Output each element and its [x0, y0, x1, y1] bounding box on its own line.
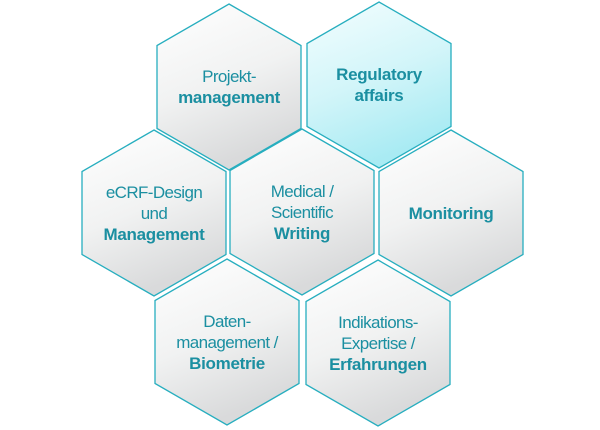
hex-monitoring: Monitoring — [377, 128, 525, 298]
hex-regulatory-affairs: Regulatory affairs — [305, 0, 453, 170]
hex-ecrf-design: eCRF-Design und Management — [80, 128, 228, 298]
hex-label-datenmanagement-biometrie: Daten- management / Biometrie — [161, 257, 293, 427]
hex-label-medical-scientific-writing: Medical / Scientific Writing — [236, 127, 368, 297]
hex-line: Management — [103, 224, 205, 244]
hexagon-shape — [378, 129, 524, 297]
hex-line: Monitoring — [408, 203, 494, 223]
hexagon-shape — [156, 3, 302, 171]
hex-label-ecrf-design: eCRF-Design und Management — [88, 128, 220, 298]
hex-line: und — [140, 203, 168, 223]
hex-projektmanagement: Projekt- management — [155, 2, 303, 172]
hex-line: Daten- — [203, 311, 251, 331]
hex-line: Expertise / — [341, 333, 415, 353]
hex-label-monitoring: Monitoring — [385, 128, 517, 298]
hex-medical-scientific-writing: Medical / Scientific Writing — [228, 127, 376, 297]
hex-line: Writing — [273, 223, 331, 243]
hexagon-shape — [305, 259, 451, 427]
hex-line: Regulatory — [336, 65, 422, 84]
hex-line: Indikations- — [338, 312, 418, 332]
hex-line: Biometrie — [189, 353, 265, 373]
hexagon-shape — [229, 128, 375, 296]
hex-datenmanagement-biometrie: Daten- management / Biometrie — [153, 257, 301, 427]
hex-line: management / — [176, 332, 278, 352]
hex-line: Erfahrungen — [329, 354, 427, 374]
hex-line: Projekt- — [202, 67, 256, 86]
hexagon-shape — [81, 129, 227, 297]
hex-line: eCRF-Design — [105, 182, 203, 202]
hex-line: management — [178, 88, 280, 107]
hex-label-regulatory-affairs: Regulatory affairs — [313, 0, 445, 170]
hex-indikations-expertise: Indikations- Expertise / Erfahrungen — [304, 258, 452, 428]
hex-line: affairs — [354, 86, 404, 105]
hex-line: Medical / — [270, 181, 334, 201]
hex-line: Scientific — [270, 202, 334, 222]
hex-label-indikations-expertise: Indikations- Expertise / Erfahrungen — [312, 258, 444, 428]
hexagon-shape — [306, 1, 452, 169]
hexagon-shape — [154, 258, 300, 426]
hex-label-projektmanagement: Projekt- management — [163, 2, 295, 172]
